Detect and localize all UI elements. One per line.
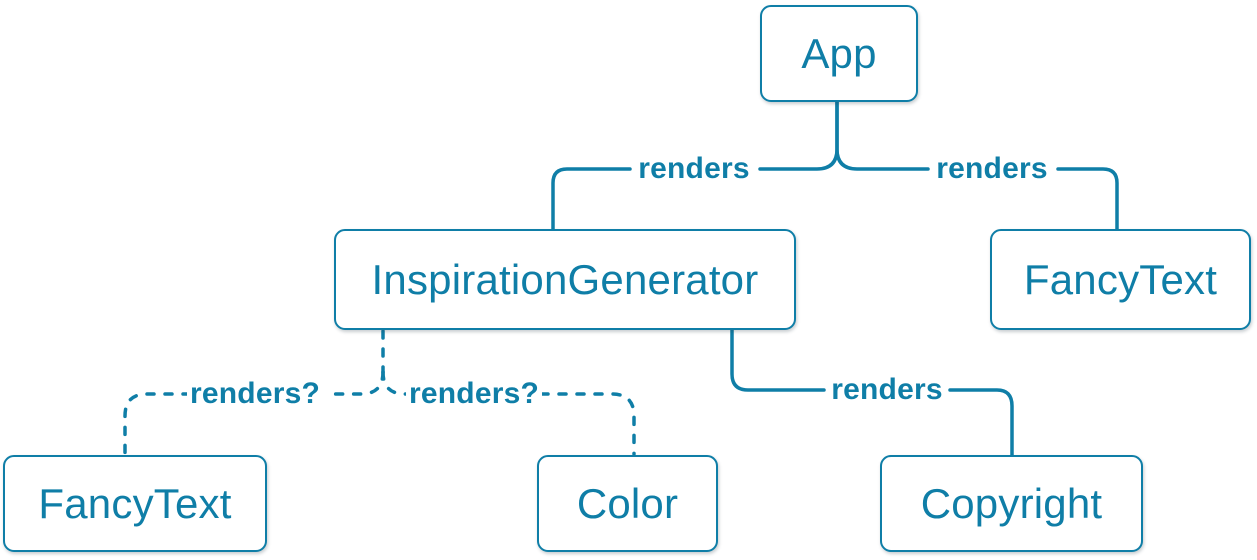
edge-inspirationgenerator-to-color-maybe: [381, 370, 636, 456]
edge-app-to-fancytext: [835, 99, 1119, 231]
edge-label-inspirationgenerator-fancytext: renders?: [187, 377, 323, 411]
node-app-label: App: [801, 29, 877, 77]
node-fancy-text-bottom: FancyText: [3, 455, 267, 552]
edge-label-app-fancytext: renders: [933, 152, 1051, 186]
node-color: Color: [537, 455, 718, 552]
node-fancy-text-bottom-label: FancyText: [38, 479, 232, 527]
edge-label-inspirationgenerator-color: renders?: [406, 377, 542, 411]
node-copyright: Copyright: [880, 455, 1143, 552]
node-app: App: [760, 5, 918, 102]
node-inspiration-generator-label: InspirationGenerator: [371, 255, 759, 303]
edge-label-app-inspirationgenerator: renders: [635, 152, 753, 186]
node-color-label: Color: [576, 479, 679, 527]
edge-inspirationgenerator-to-copyright: [730, 328, 1014, 457]
node-inspiration-generator: InspirationGenerator: [334, 229, 796, 330]
node-fancy-text-top: FancyText: [990, 229, 1251, 330]
node-copyright-label: Copyright: [920, 479, 1103, 527]
edge-label-inspirationgenerator-copyright: renders: [828, 373, 946, 407]
node-fancy-text-top-label: FancyText: [1023, 255, 1218, 303]
